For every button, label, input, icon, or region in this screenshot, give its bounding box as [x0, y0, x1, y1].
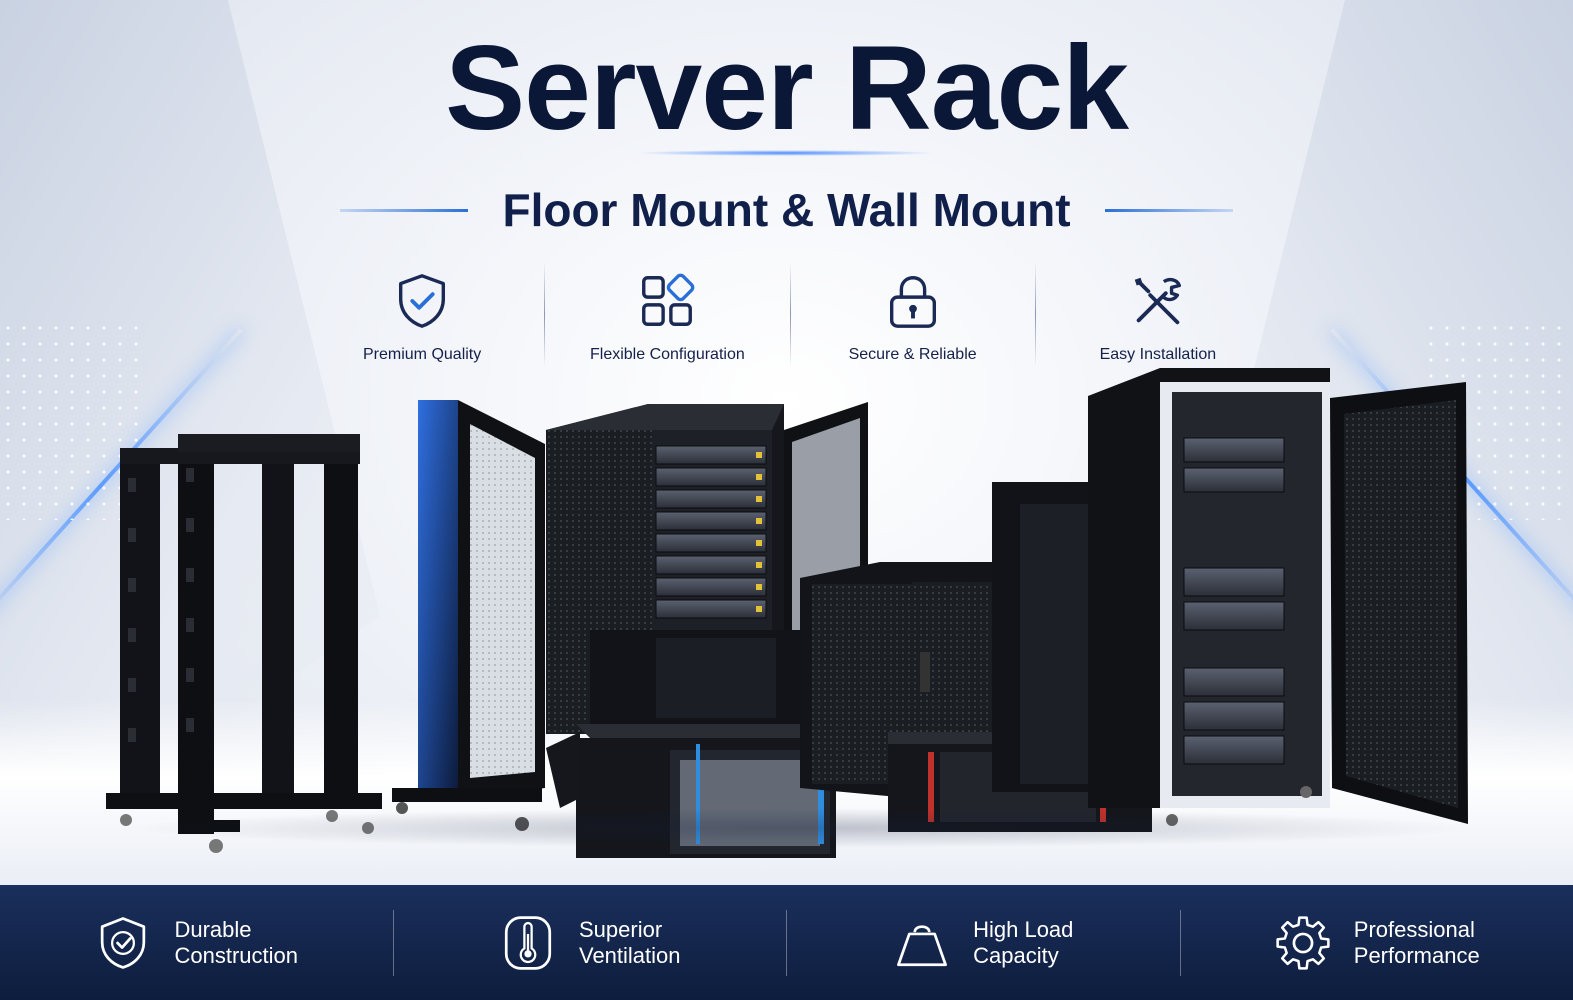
open-frame-rack [106, 434, 382, 853]
divider [789, 262, 791, 367]
divider [1179, 909, 1181, 976]
top-feature-label: Easy Installation [1099, 346, 1217, 363]
divider [392, 909, 394, 976]
bottom-feature-label: High Load Capacity [973, 917, 1073, 969]
gear-icon [1276, 915, 1330, 970]
top-feature-premium-quality: Premium Quality [300, 262, 544, 367]
subtitle: Floor Mount & Wall Mount [502, 184, 1071, 236]
bottom-feature-line1: Durable [174, 916, 252, 942]
thermometer-icon [504, 915, 552, 970]
bottom-feature-professional-performance: Professional Performance [1181, 914, 1573, 972]
top-feature-label: Secure & Reliable [848, 346, 977, 363]
shield-check-icon [101, 916, 146, 969]
bottom-feature-superior-ventilation: Superior Ventilation [394, 914, 787, 972]
bottom-feature-bar: Durable Construction Superior Ventilatio… [0, 885, 1573, 1000]
rack-shadow [120, 808, 1480, 848]
bottom-feature-line2: Construction [174, 942, 298, 968]
rack-illustration [0, 368, 1573, 868]
bottom-feature-label: Durable Construction [174, 917, 298, 969]
top-feature-secure-reliable: Secure & Reliable [791, 262, 1035, 367]
divider [786, 909, 787, 976]
divider [544, 262, 546, 367]
bottom-feature-line1: Superior [578, 916, 663, 942]
divider [1034, 262, 1036, 367]
top-feature-label: Flexible Configuration [590, 346, 745, 363]
title-glow [636, 150, 936, 156]
tools-icon [1134, 277, 1181, 325]
subtitle-row: Floor Mount & Wall Mount [0, 180, 1573, 240]
padlock-icon [889, 276, 936, 328]
rack-products-image [106, 368, 1468, 858]
bottom-feature-label: Professional Performance [1354, 917, 1480, 969]
shield-check-icon [399, 274, 446, 328]
tall-cabinet [1088, 368, 1468, 826]
bottom-feature-line1: High Load [973, 916, 1074, 942]
page-title: Server Rack [445, 21, 1129, 155]
bottom-feature-label: Superior Ventilation [579, 917, 681, 969]
mesh-door-rack [392, 400, 545, 831]
bottom-feature-line2: Performance [1353, 942, 1480, 968]
wall-mount-cabinet [546, 724, 836, 858]
subtitle-line-right [1104, 208, 1233, 212]
bottom-feature-line2: Ventilation [578, 942, 681, 968]
top-feature-list: Premium Quality Flexible Configuration S… [300, 262, 1280, 367]
grid-config-icon [642, 273, 695, 326]
top-feature-label: Premium Quality [363, 346, 482, 363]
top-feature-flexible-configuration: Flexible Configuration [545, 262, 789, 367]
weight-icon [897, 924, 948, 966]
bottom-feature-durable-construction: Durable Construction [0, 914, 393, 972]
subtitle-line-left [340, 208, 469, 212]
bottom-feature-line2: Capacity [973, 942, 1059, 968]
top-feature-easy-installation: Easy Installation [1036, 262, 1280, 367]
bottom-feature-high-load-capacity: High Load Capacity [787, 914, 1180, 972]
bottom-feature-line1: Professional [1353, 916, 1475, 942]
